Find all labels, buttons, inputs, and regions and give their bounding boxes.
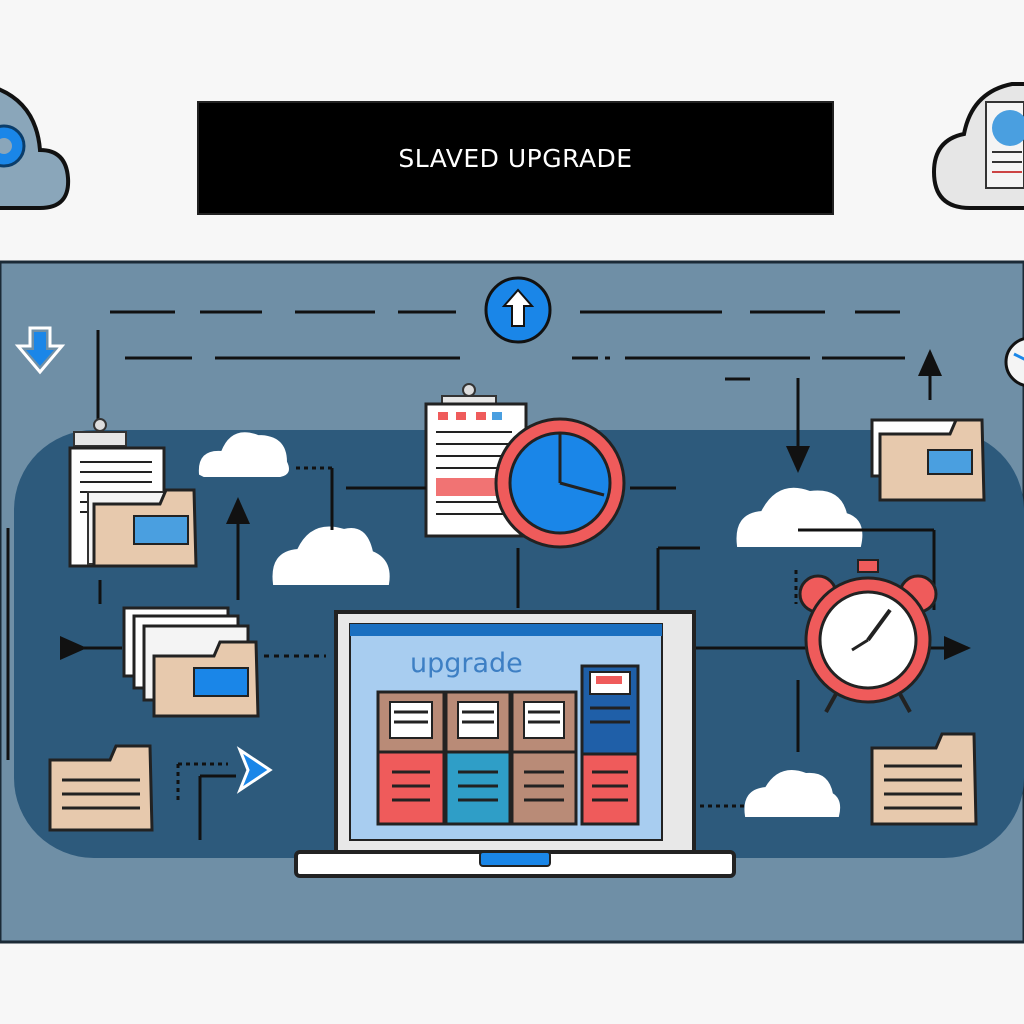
page-title: SLAVED UPGRADE: [398, 143, 633, 173]
arrow-right-icon[interactable]: [236, 746, 273, 794]
upload-icon[interactable]: [484, 276, 552, 344]
cloud-icon: [272, 526, 390, 585]
laptop-icon[interactable]: [294, 610, 736, 878]
title-banner: SLAVED UPGRADE: [197, 101, 834, 215]
cloud-icon: [198, 432, 289, 477]
connector-lines-top: [96, 310, 942, 600]
laptop-screen-label: upgrade: [410, 648, 523, 679]
cloud-icon: [744, 770, 841, 817]
alarm-clock-icon: [798, 559, 938, 713]
pie-chart-icon: [494, 417, 626, 549]
cloud-icon: [736, 487, 863, 547]
folder-icon: [870, 418, 986, 502]
connector-lines-middle: [6, 466, 971, 840]
folder-icon: [122, 606, 260, 718]
folder-icon: [48, 744, 154, 832]
cloud-gear-icon: [0, 87, 71, 210]
clock-fragment-icon: [1004, 337, 1024, 387]
document-icon: [870, 732, 978, 826]
document-folder-icon: [68, 418, 198, 568]
cloud-document-icon: [931, 82, 1024, 210]
download-icon[interactable]: [14, 326, 66, 375]
